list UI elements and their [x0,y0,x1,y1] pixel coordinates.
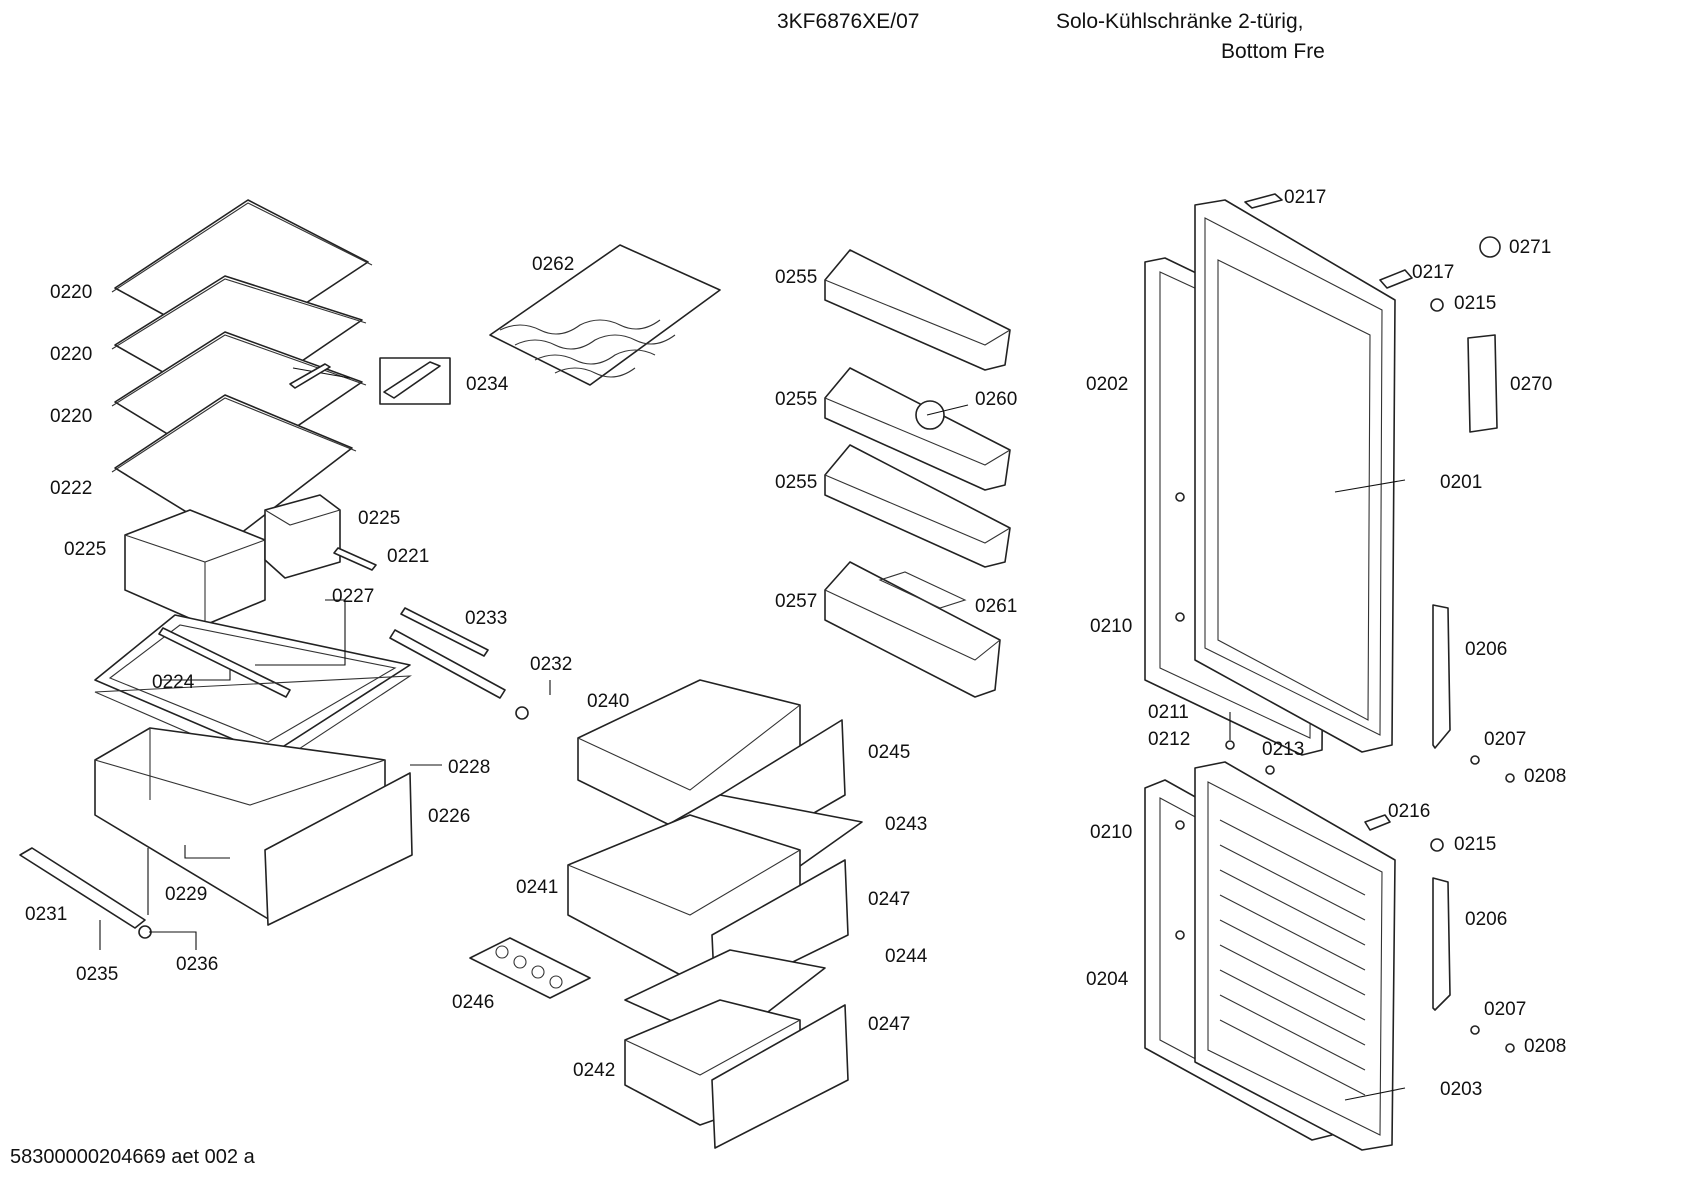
model-number: 3KF6876XE/07 [777,10,920,33]
shelf-rail-0233 [389,607,506,699]
callout-0203: 0203 [1440,1079,1482,1100]
callout-0247: 0247 [868,1014,910,1035]
callout-0246: 0246 [452,992,494,1013]
control-module-0270 [1467,334,1498,433]
ice-tray-0246 [469,937,591,999]
shelf-rail-0221 [333,547,377,571]
callout-0215: 0215 [1454,293,1496,314]
callout-0206: 0206 [1465,639,1507,660]
cap-0216 [1364,814,1391,831]
callout-0255: 0255 [775,267,817,288]
callout-0210: 0210 [1090,616,1132,637]
freezer-door-0203 [1194,761,1406,1151]
callout-0226: 0226 [428,806,470,827]
screws-small-parts [1175,492,1515,1053]
cap-0215a [1430,298,1444,312]
callout-0207: 0207 [1484,729,1526,750]
callout-0240: 0240 [587,691,629,712]
callout-0245: 0245 [868,742,910,763]
callout-0213: 0213 [1262,739,1304,760]
callout-0241: 0241 [516,877,558,898]
callout-0236: 0236 [176,954,218,975]
callout-0210: 0210 [1090,822,1132,843]
callout-0216: 0216 [1388,801,1430,822]
door-bin-2 [824,367,1011,491]
callout-0231: 0231 [25,904,67,925]
callout-0243: 0243 [885,814,927,835]
bottle-rack-0262 [489,244,721,386]
callout-0208: 0208 [1524,1036,1566,1057]
callout-0204: 0204 [1086,969,1129,990]
callout-labels: 0220 0220 0220 0222 0234 0225 0225 0221 0227 0224… [25,187,1566,1100]
callout-0224: 0224 [152,672,195,693]
crisper-drawer-0226 [94,727,413,926]
document-id: 58300000204669 aet 002 a [10,1146,255,1168]
appliance-subtitle: Bottom Fre [1221,40,1325,61]
callout-0211: 0211 [1148,702,1189,723]
callout-0262: 0262 [532,254,574,275]
hinge-cover-0217b [1379,269,1413,289]
callout-0271: 0271 [1509,237,1551,258]
callout-0225: 0225 [358,508,400,529]
callout-0206: 0206 [1465,909,1507,930]
callout-0242: 0242 [573,1060,615,1081]
door-bin-3 [824,444,1011,568]
callout-0235: 0235 [76,964,118,985]
callout-0232: 0232 [530,654,572,675]
callout-0217: 0217 [1412,262,1454,283]
callout-0227: 0227 [332,586,374,607]
callout-0222: 0222 [50,478,92,499]
callout-0244: 0244 [885,946,928,967]
freezer-drawer-0242 [624,999,849,1149]
callout-0228: 0228 [448,757,490,778]
callout-0208: 0208 [1524,766,1566,787]
callout-0217: 0217 [1284,187,1326,208]
callout-0202: 0202 [1086,374,1128,395]
appliance-title: Solo-Kühlschränke 2-türig, [1056,10,1304,33]
callout-0201: 0201 [1440,472,1482,493]
sensor-0271 [1479,236,1501,258]
end-cap-0235-0236 [99,920,197,950]
callout-0225: 0225 [64,539,106,560]
fridge-door-0201 [1194,199,1406,753]
cap-0215b [1430,838,1444,852]
callout-0215: 0215 [1454,834,1496,855]
rail-0231 [19,847,146,929]
handle-0206a [1432,604,1451,749]
callout-0260: 0260 [975,389,1017,410]
door-bin-4 [824,561,1001,698]
crisper-cover-frame [94,614,412,769]
callout-0255: 0255 [775,389,817,410]
small-box-left [124,509,266,626]
callout-0255: 0255 [775,472,817,493]
callout-0220: 0220 [50,406,92,427]
rail-end-cap-0232 [515,680,551,720]
callout-0212: 0212 [1148,729,1190,750]
shelf-trim-strip [289,357,451,405]
hinge-cover-0217a [1244,193,1283,209]
callout-0247: 0247 [868,889,910,910]
callout-0221: 0221 [387,546,429,567]
door-bin-1 [824,249,1011,371]
callout-0234: 0234 [466,374,509,395]
callout-0220: 0220 [50,344,92,365]
callout-0233: 0233 [465,608,507,629]
callout-0220: 0220 [50,282,92,303]
callout-0229: 0229 [165,884,207,905]
callout-0207: 0207 [1484,999,1526,1020]
callout-0270: 0270 [1510,374,1552,395]
callout-0257: 0257 [775,591,817,612]
handle-0206b [1432,877,1451,1011]
callout-0261: 0261 [975,596,1017,617]
small-box-right [264,494,341,579]
